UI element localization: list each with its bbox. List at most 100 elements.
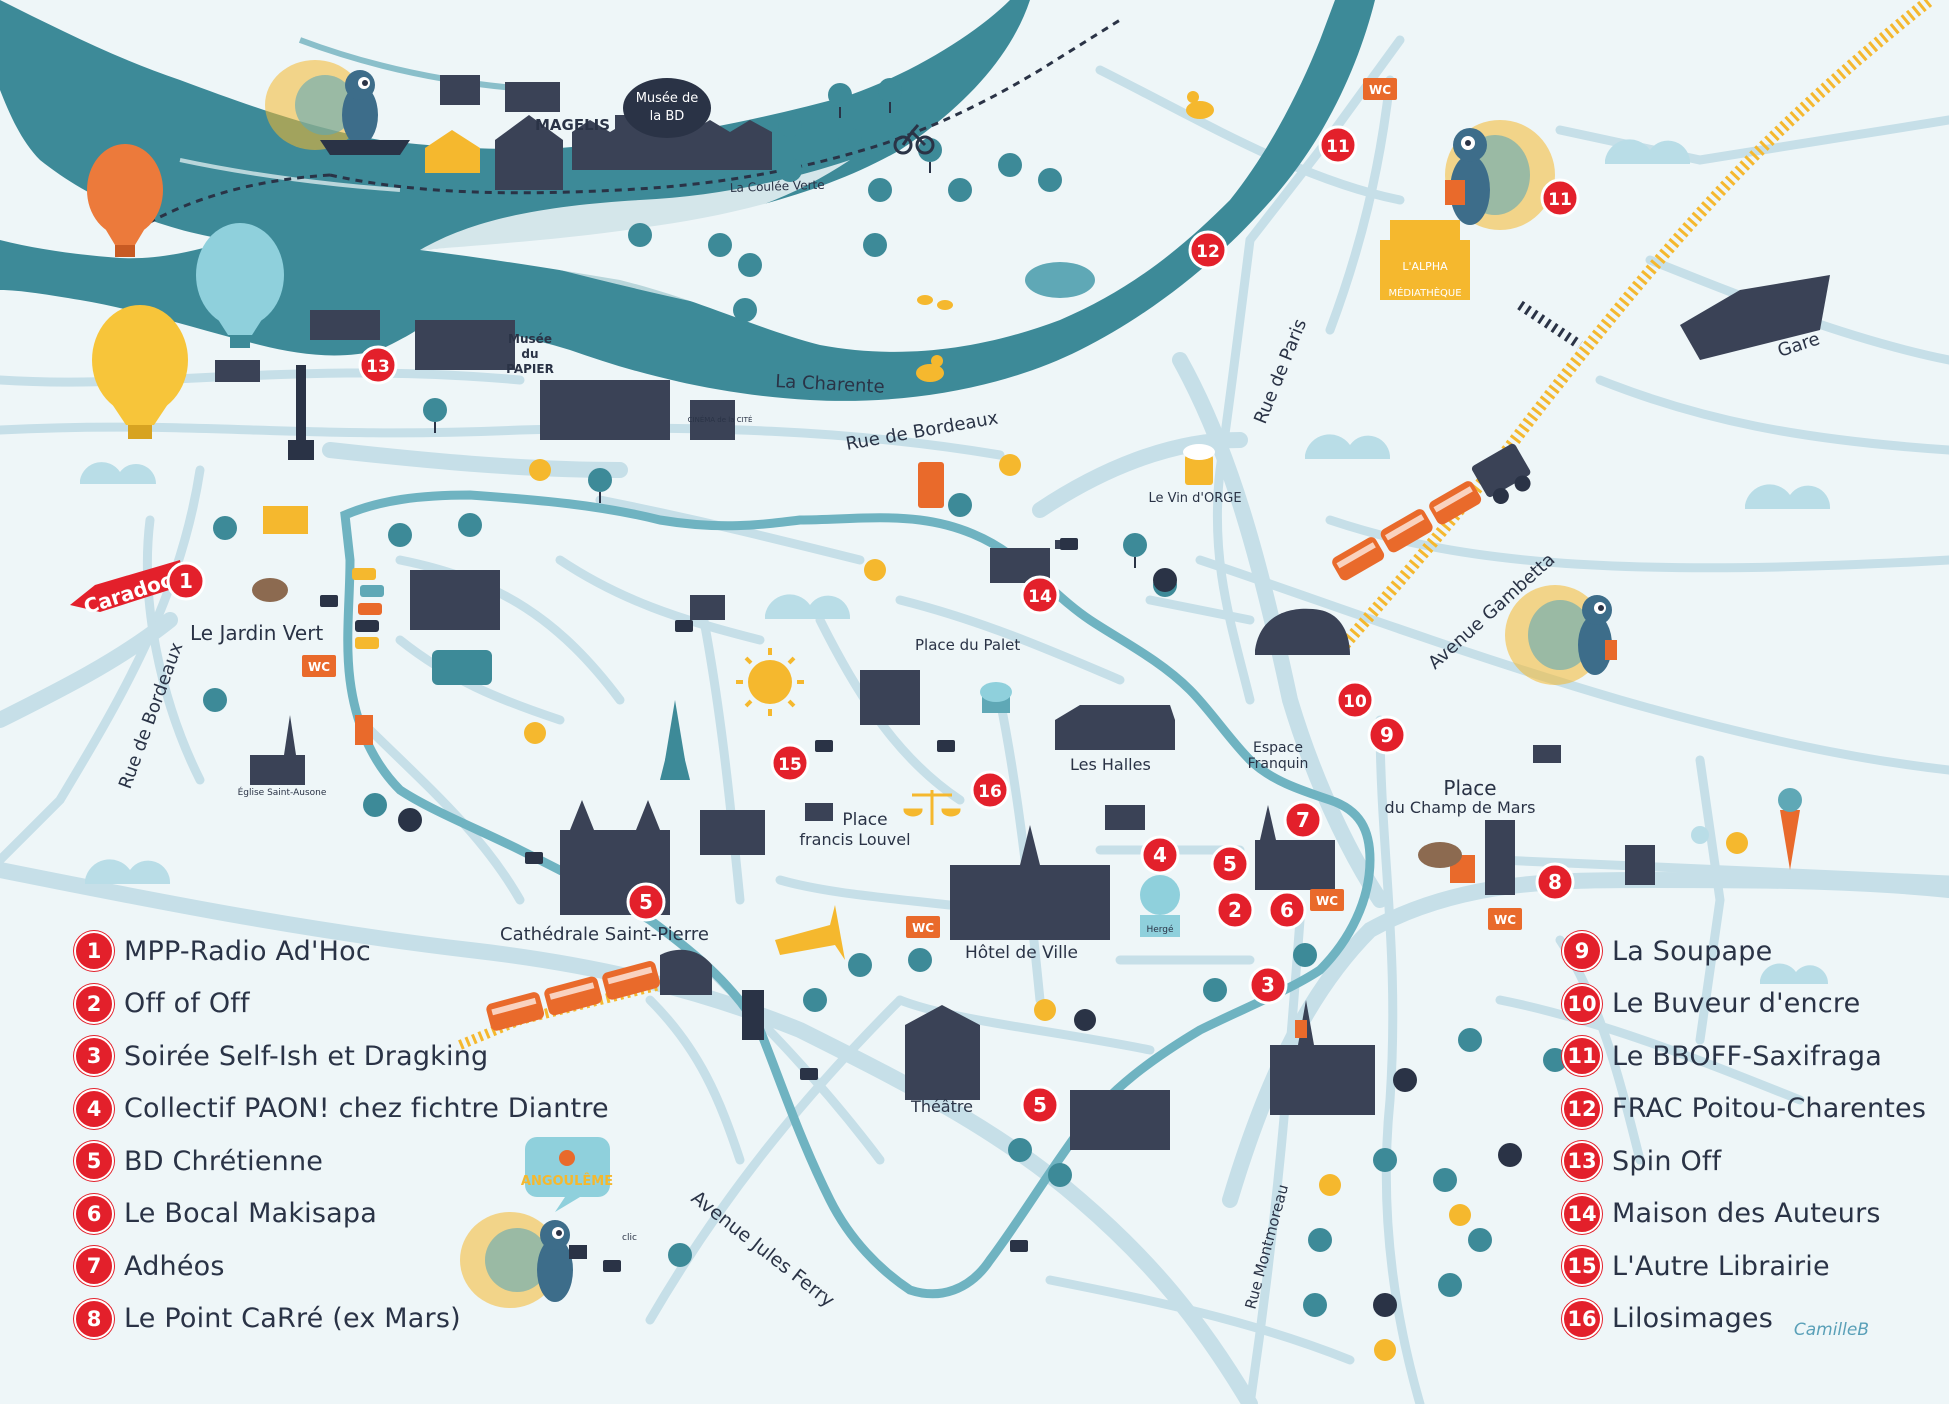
envelope-icons [805, 745, 1561, 821]
artist-signature: CamilleB [1793, 1320, 1869, 1340]
theatre-label: Théâtre [910, 1097, 973, 1116]
angouleme-label: ANGOULÊME [521, 1173, 613, 1189]
gare-building [1680, 275, 1830, 360]
marker-number: 5 [1223, 852, 1237, 876]
marker-3: 3 [1248, 965, 1288, 1005]
marker-number: 1 [179, 569, 193, 593]
legend-item-11: 11 Le BBOFF-Saxifraga [1562, 1030, 1926, 1083]
legend-item-8: 8 Le Point CaRré (ex Mars) [74, 1293, 609, 1346]
legend-number-badge: 5 [74, 1141, 114, 1182]
marker-number: 13 [366, 357, 390, 377]
legend-number-badge: 4 [74, 1088, 114, 1129]
legend-label: FRAC Poitou-Charentes [1612, 1093, 1927, 1125]
theatre-building [905, 1005, 980, 1100]
vegetable-characters-icon [1691, 788, 1802, 870]
wc-markers: WC WC WC WC WC [302, 78, 1522, 938]
sun-icon [736, 648, 804, 716]
svg-text:Place: Place [842, 810, 887, 830]
musee-papier-building [310, 310, 515, 370]
marker-11: 11 [1318, 125, 1358, 165]
church-south-building [1270, 1000, 1375, 1115]
svg-text:francis Louvel: francis Louvel [799, 830, 910, 849]
legend-label: BD Chrétienne [124, 1145, 324, 1177]
magelis-yellow-building-icon [425, 130, 480, 173]
magelis-building [440, 75, 563, 190]
marker-number: 14 [1028, 587, 1052, 607]
legend-number-badge: 11 [1562, 1036, 1602, 1077]
duck-icons [916, 91, 1214, 382]
svg-text:Musée de: Musée de [636, 91, 699, 106]
coulee-verte-label: La Coulée Verte [730, 178, 825, 195]
espace-franquin-church-building [1255, 805, 1335, 890]
justice-scales-icon [903, 790, 961, 825]
statue-column-icon [288, 365, 764, 1040]
marker-14: 14 [1020, 575, 1060, 615]
peacock-mascot-icon [265, 60, 1617, 1308]
legend-number-badge: 10 [1562, 983, 1602, 1024]
cinema-label: CINÉMA de la CITÉ [688, 415, 753, 424]
beer-mug-icon [1183, 444, 1215, 485]
marker-number: 4 [1153, 843, 1167, 867]
cathedrale-label: Cathédrale Saint-Pierre [500, 924, 709, 945]
legend-number-badge: 7 [74, 1246, 114, 1287]
legend-number-badge: 16 [1562, 1298, 1602, 1339]
les-halles-label: Les Halles [1070, 755, 1151, 774]
marker-number: 7 [1296, 808, 1310, 832]
billboard-icon [263, 506, 308, 534]
hot-air-balloon-yellow-icon [92, 305, 188, 439]
legend-number-badge: 8 [74, 1298, 114, 1339]
legend-label: Spin Off [1612, 1145, 1722, 1177]
marker-number: 5 [1033, 1093, 1047, 1117]
legend-label: Le BBOFF-Saxifraga [1612, 1040, 1882, 1072]
svg-text:WC: WC [1369, 83, 1391, 97]
legend-number-badge: 13 [1562, 1141, 1602, 1182]
tram-bus-icon [432, 650, 492, 685]
marker-number: 11 [1326, 137, 1350, 157]
legend-item-5: 5 BD Chrétienne [74, 1135, 609, 1188]
bicycle-icon [893, 124, 935, 155]
vin-orge-label: Le Vin d'ORGE [1148, 491, 1241, 506]
tunnel-icon [1255, 608, 1350, 655]
marker-number: 5 [639, 890, 653, 914]
marker-number: 2 [1228, 898, 1242, 922]
marker-13: 13 [358, 345, 398, 385]
legend-label: Le Bocal Makisapa [124, 1198, 377, 1230]
marker-1: 1 [166, 561, 206, 601]
legend-number-badge: 15 [1562, 1246, 1602, 1287]
marker-10: 10 [1335, 680, 1375, 720]
legend-label: Maison des Auteurs [1612, 1198, 1881, 1230]
legend-label: Le Point CaRré (ex Mars) [124, 1303, 461, 1335]
legend-number-badge: 12 [1562, 1088, 1602, 1129]
svg-text:WC: WC [1494, 913, 1516, 927]
legend-label: Le Buveur d'encre [1612, 988, 1861, 1020]
marker-8: 8 [1535, 862, 1575, 902]
goat-icon [252, 578, 1462, 868]
marker-number: 15 [778, 755, 802, 775]
marker-5: 5 [626, 882, 666, 922]
marker-number: 9 [1380, 723, 1394, 747]
place-du-palet-label: Place du Palet [915, 636, 1020, 654]
legend-label: Adhéos [124, 1250, 225, 1282]
marker-number: 8 [1548, 870, 1562, 894]
marker-12: 12 [1188, 230, 1228, 270]
tram-train-icon [486, 949, 712, 1031]
legend-item-13: 13 Spin Off [1562, 1135, 1926, 1188]
camera-icons [320, 538, 1078, 1272]
angouleme-speech-bubble: ANGOULÊME [521, 1137, 613, 1212]
marker-number: 6 [1280, 898, 1294, 922]
hotel-de-ville-building [950, 825, 1110, 940]
marker-6: 6 [1267, 890, 1307, 930]
marker-number: 12 [1196, 242, 1220, 262]
